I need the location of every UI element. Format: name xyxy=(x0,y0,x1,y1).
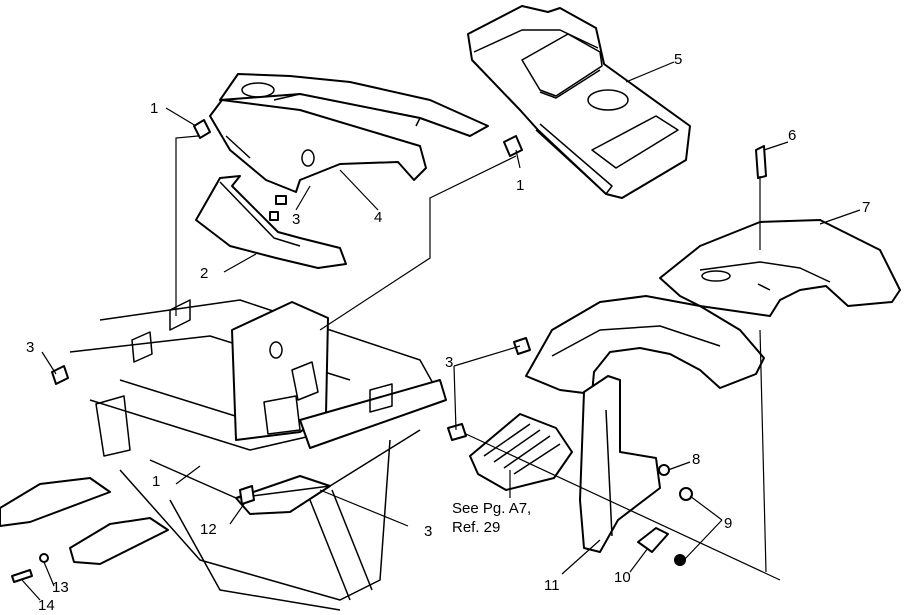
callout-5: 5 xyxy=(674,51,683,68)
callout-3-right: 3 xyxy=(445,354,454,371)
frame xyxy=(0,299,447,611)
callout-6: 6 xyxy=(788,127,797,144)
callout-1-top: 1 xyxy=(150,100,159,117)
fasteners xyxy=(11,119,767,583)
part-5-rack-cover xyxy=(467,5,691,199)
part-11-mud-flap xyxy=(579,375,661,553)
callout-3-top: 3 xyxy=(292,211,301,228)
callout-7: 7 xyxy=(862,199,871,216)
part-10-plate xyxy=(637,527,669,553)
leader-lines xyxy=(21,61,861,601)
step-pad xyxy=(469,413,573,491)
callout-12: 12 xyxy=(200,521,217,538)
callout-4: 4 xyxy=(374,209,383,226)
callout-3-left: 3 xyxy=(26,339,35,356)
callout-3-bottom: 3 xyxy=(424,523,433,540)
callout-1-right: 1 xyxy=(516,177,525,194)
callout-9: 9 xyxy=(724,515,733,532)
part-4-front-cover xyxy=(209,73,489,193)
reference-note: See Pg. A7, Ref. 29 xyxy=(452,499,531,537)
callout-1-left: 1 xyxy=(152,473,161,490)
part-7-rear-fender xyxy=(659,219,901,317)
callout-8: 8 xyxy=(692,451,701,468)
part-2-bracket xyxy=(195,175,347,269)
reference-note-line-2: Ref. 29 xyxy=(452,519,501,536)
reference-note-line-1: See Pg. A7, xyxy=(452,500,532,517)
callout-14: 14 xyxy=(38,597,55,614)
callout-2: 2 xyxy=(200,265,209,282)
part-front-fender xyxy=(525,295,765,395)
callout-13: 13 xyxy=(52,579,69,596)
callout-10: 10 xyxy=(614,569,631,586)
callout-11: 11 xyxy=(544,577,560,594)
